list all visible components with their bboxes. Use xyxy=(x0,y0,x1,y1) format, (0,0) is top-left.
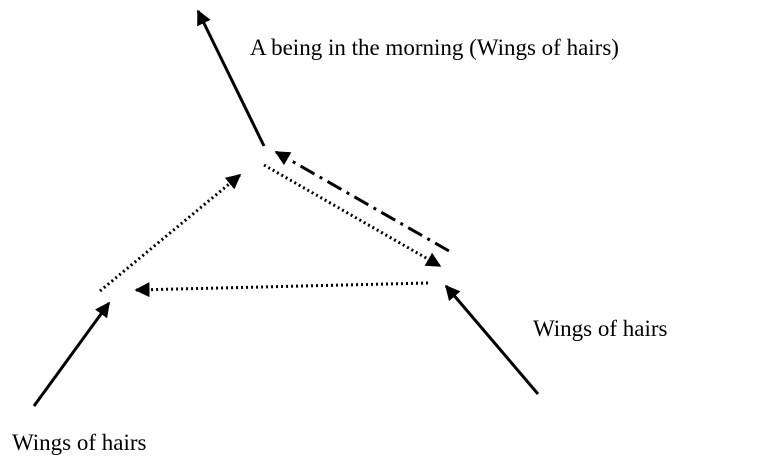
dotted-arrow-top-to-right xyxy=(263,163,442,268)
label-bottom-left: Wings of hairs xyxy=(12,430,147,455)
label-right: Wings of hairs xyxy=(533,316,668,341)
dashdot-arrow-right-to-top xyxy=(274,150,450,253)
dotted-arrow-left-to-top xyxy=(99,173,242,293)
solid-arrow-top xyxy=(196,9,266,147)
solid-arrow-bottom-right xyxy=(444,284,540,395)
dotted-arrow-right-to-left xyxy=(134,281,429,298)
label-top: A being in the morning (Wings of hairs) xyxy=(250,35,619,60)
solid-arrow-bottom-left xyxy=(32,301,111,407)
